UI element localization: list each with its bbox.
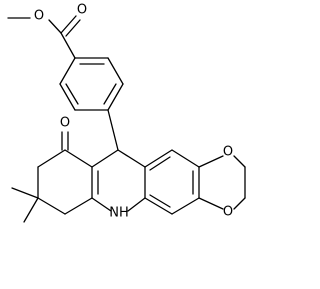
gem-methyl-1: [11, 187, 39, 199]
amine-nh-label: NH: [109, 206, 129, 221]
bond-aryl-to-ch: [107, 109, 119, 151]
ring-inner-double: [65, 83, 79, 105]
ring-bond: [37, 149, 66, 168]
methyl-ester-group: [7, 15, 81, 59]
ring-bond: [198, 155, 224, 168]
ring-bond: [107, 83, 124, 111]
ring-bond: [171, 149, 200, 168]
ester-oxygen-label: O: [34, 9, 44, 24]
ring-bond: [59, 57, 76, 85]
ring-bond: [91, 197, 112, 212]
dioxole-ring: [198, 155, 246, 210]
ring-bond: [233, 155, 246, 168]
dioxole-oxygen-upper-label: O: [223, 145, 233, 160]
bond-carbonyl-to-ring: [60, 32, 76, 59]
ring-bond: [144, 197, 173, 215]
benzoate-ring: [59, 57, 124, 111]
benzo-ring: [144, 149, 200, 215]
carbonyl-oxygen-label: O: [77, 3, 87, 18]
ring-bond: [198, 197, 224, 210]
ring-bond: [107, 57, 124, 85]
ring-bond: [37, 197, 66, 215]
ring-bond: [127, 197, 146, 212]
central-dihydropyridine-ring: [91, 149, 146, 212]
ring-bond: [171, 197, 200, 215]
bond-o-carbonyl-c: [48, 19, 62, 34]
ketone-oxygen-label: O: [60, 116, 70, 131]
ring-inner-double: [103, 83, 117, 105]
bond-carbonyl-double-a: [60, 15, 77, 34]
ring-bond: [117, 149, 146, 168]
ring-bond: [233, 197, 246, 210]
ring-bond: [144, 149, 173, 168]
ring-bond: [59, 83, 76, 111]
ring-bond: [91, 149, 119, 168]
bond-carbonyl-double-b: [65, 19, 81, 37]
dioxole-oxygen-lower-label: O: [223, 205, 233, 220]
ring-inner-double: [149, 156, 171, 171]
ring-inner-double: [149, 194, 171, 208]
gem-methyl-2: [23, 197, 39, 223]
atom-labels: O O O O O NH: [34, 3, 233, 221]
ring-bond: [64, 149, 93, 168]
ring-bond: [64, 197, 93, 215]
cyclohexenone-ring: [11, 131, 93, 223]
